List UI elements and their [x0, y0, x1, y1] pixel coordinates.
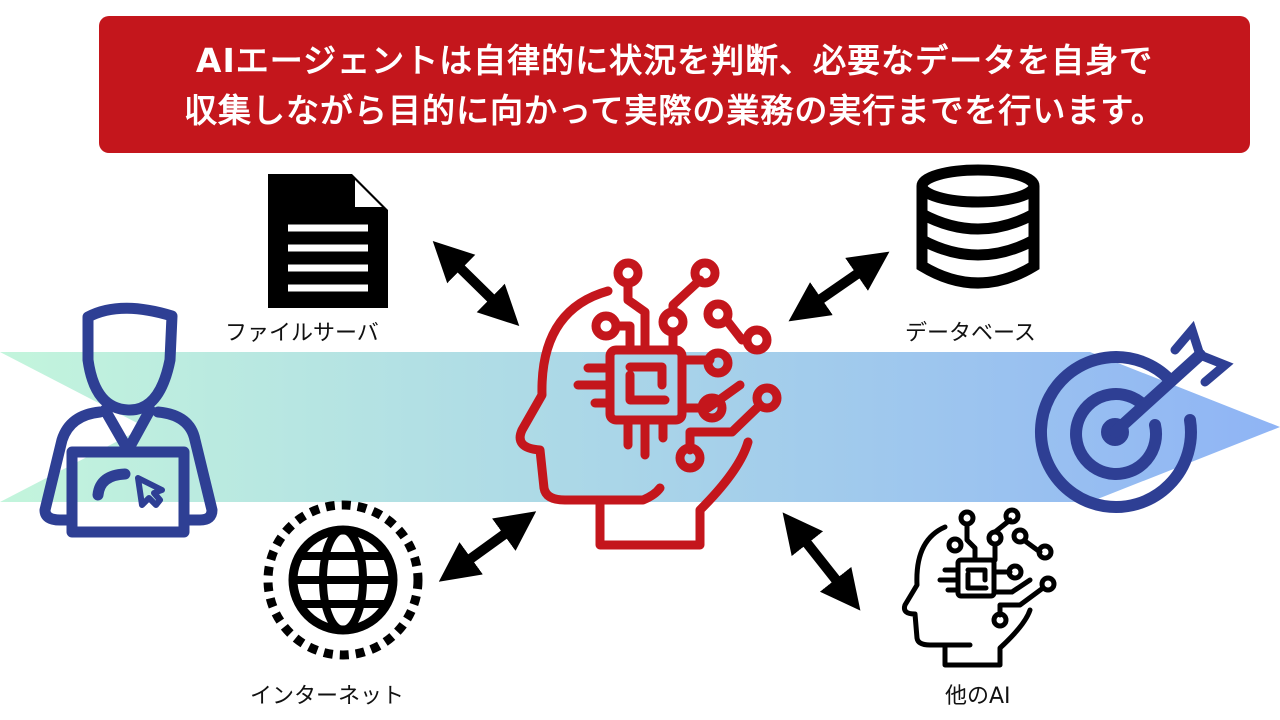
other-ai-label: 他のAI — [945, 684, 1011, 709]
other-ai-head-icon — [902, 507, 1057, 668]
arrow-database — [788, 251, 890, 322]
arrow-file-server — [432, 240, 520, 327]
internet-label: インターネット — [250, 684, 405, 709]
document-icon — [268, 174, 388, 308]
goal-flow-arrow — [0, 352, 1280, 502]
description-banner: AIエージェントは自律的に状況を判断、必要なデータを自身で 収集しながら目的に向… — [99, 16, 1250, 153]
banner-line-2: 収集しながら目的に向かって実際の業務の実行までを行います。 — [183, 91, 1166, 130]
database-label: データベース — [905, 321, 1036, 346]
ai-agent-head-icon — [515, 258, 782, 550]
internet-globe-icon — [263, 500, 423, 660]
user-with-laptop-icon — [39, 302, 218, 538]
banner-line-1: AIエージェントは自律的に状況を判断、必要なデータを自身で — [195, 41, 1154, 80]
bidirectional-arrows — [432, 240, 890, 611]
arrow-internet — [438, 511, 537, 582]
arrow-other-ai — [782, 512, 861, 611]
target-goal-icon — [1034, 320, 1234, 513]
database-icon — [916, 164, 1040, 289]
file-server-label: ファイルサーバ — [225, 321, 379, 346]
